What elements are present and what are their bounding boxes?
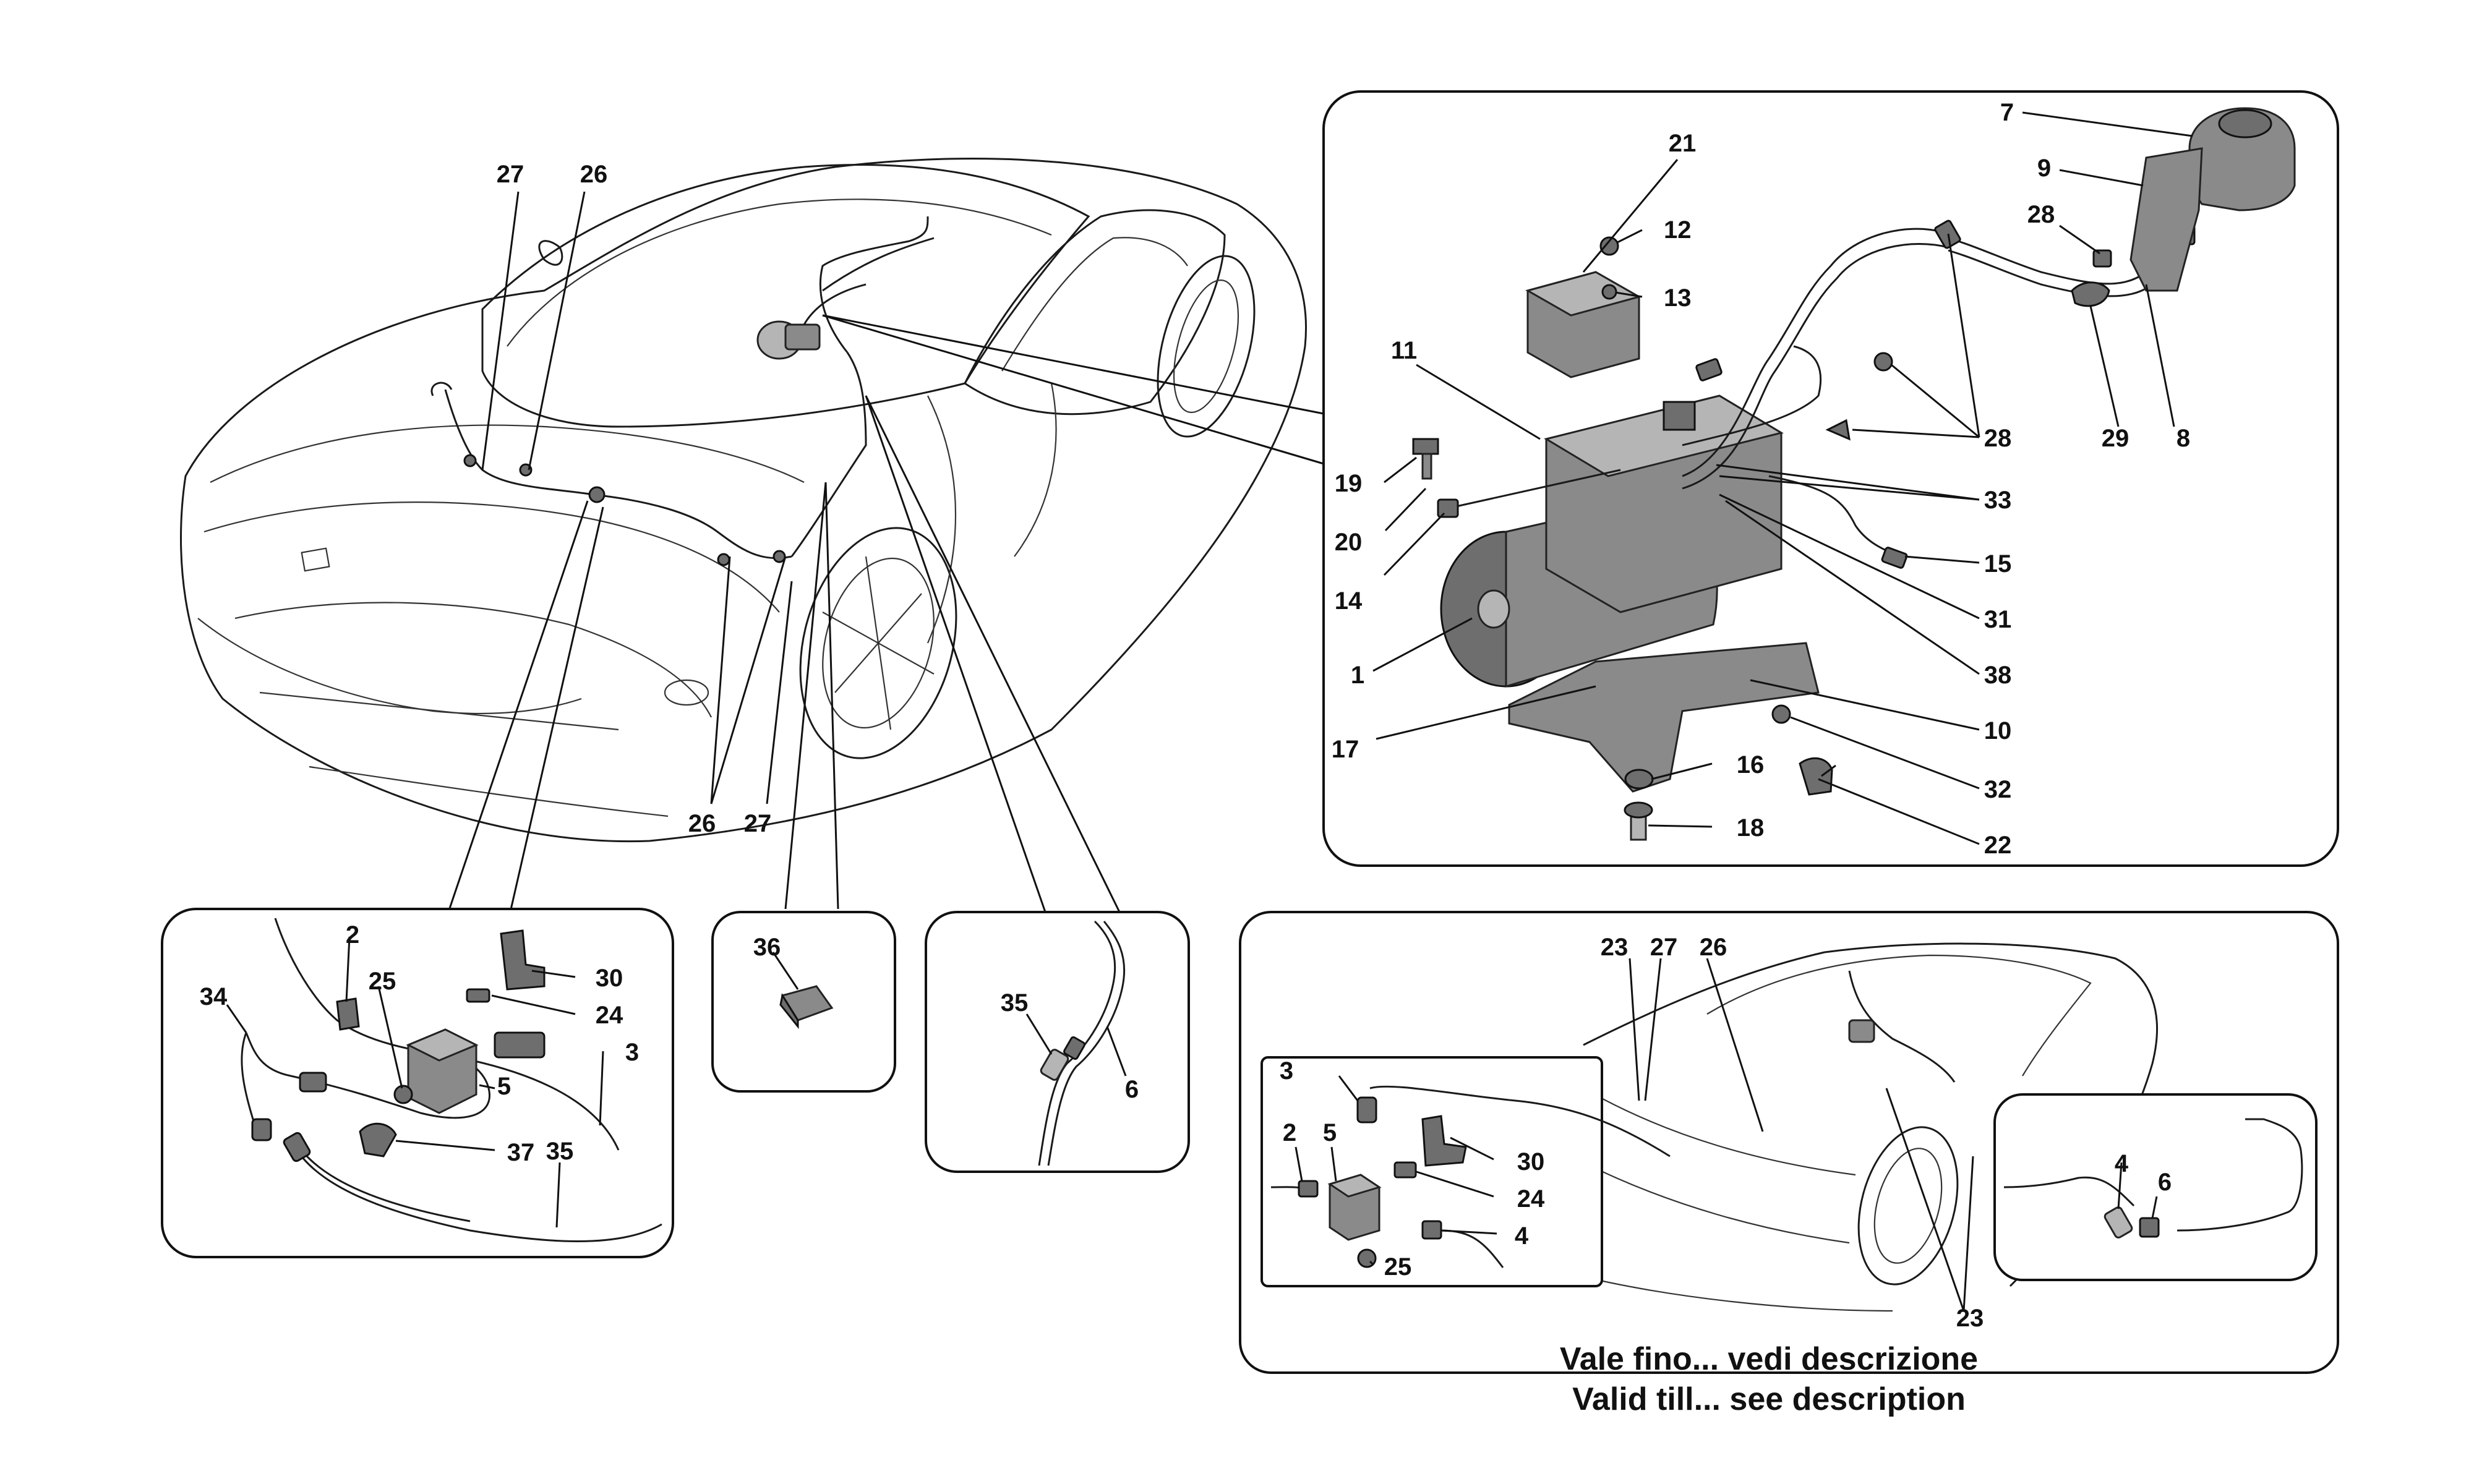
callout-16: 16 <box>1737 751 1765 778</box>
callout-23: 23 <box>1601 934 1629 961</box>
callout-37: 37 <box>507 1139 535 1166</box>
validity-note-en: Valid till... see description <box>1572 1381 1966 1417</box>
callout-19: 19 <box>1335 470 1363 497</box>
callout-7: 7 <box>2000 99 2014 126</box>
car-illustration <box>180 158 1307 843</box>
callout-38: 38 <box>1984 662 2012 689</box>
callout-28: 28 <box>2027 201 2055 228</box>
sensor-detail-panel <box>161 908 674 1258</box>
callout-24: 24 <box>1517 1185 1545 1213</box>
callout-27: 27 <box>1650 934 1678 961</box>
callout-9: 9 <box>2037 155 2051 182</box>
callout-31: 31 <box>1984 606 2012 633</box>
callout-27: 27 <box>744 810 772 837</box>
callout-20: 20 <box>1335 529 1363 556</box>
callout-4: 4 <box>1515 1222 1529 1250</box>
callout-17: 17 <box>1332 736 1359 763</box>
car-leaders <box>447 191 1327 913</box>
callout-2: 2 <box>1283 1119 1296 1146</box>
callout-6: 6 <box>2158 1169 2172 1196</box>
callout-3: 3 <box>1280 1057 1293 1085</box>
callout-35: 35 <box>1001 989 1029 1017</box>
callout-12: 12 <box>1664 216 1692 244</box>
callout-18: 18 <box>1737 814 1765 842</box>
callout-34: 34 <box>200 983 228 1010</box>
callout-labels: 27 26 26 27 21 12 13 11 19 20 14 1 17 16… <box>200 99 2190 1417</box>
callout-24: 24 <box>596 1002 623 1029</box>
callout-5: 5 <box>1323 1119 1337 1146</box>
callout-5: 5 <box>497 1073 511 1100</box>
valid-till-panel <box>1239 911 2339 1374</box>
callout-11: 11 <box>1391 337 1417 364</box>
callout-29: 29 <box>2102 425 2129 452</box>
callout-30: 30 <box>1517 1148 1545 1175</box>
callout-8: 8 <box>2177 425 2190 452</box>
callout-3: 3 <box>625 1039 639 1066</box>
callout-1: 1 <box>1351 662 1364 689</box>
callout-26: 26 <box>580 161 608 188</box>
callout-14: 14 <box>1335 587 1363 615</box>
callout-26: 26 <box>688 810 716 837</box>
callout-26: 26 <box>1700 934 1727 961</box>
callout-36: 36 <box>753 934 781 961</box>
callout-21: 21 <box>1669 130 1697 157</box>
callout-33: 33 <box>1984 487 2012 514</box>
callout-25: 25 <box>369 968 396 995</box>
callout-6: 6 <box>1125 1076 1139 1103</box>
callout-10: 10 <box>1984 717 2012 744</box>
pipe-detail-panel <box>925 911 1190 1173</box>
callout-15: 15 <box>1984 550 2012 578</box>
hydraulic-unit-panel <box>1322 90 2339 867</box>
callout-28: 28 <box>1984 425 2012 452</box>
callout-13: 13 <box>1664 284 1692 312</box>
validity-note-it: Vale fino... vedi descrizione <box>1560 1341 1978 1377</box>
part-36-panel <box>711 911 896 1093</box>
callout-35: 35 <box>546 1138 574 1165</box>
callout-27: 27 <box>497 161 524 188</box>
callout-22: 22 <box>1984 832 2012 859</box>
callout-32: 32 <box>1984 776 2012 803</box>
callout-30: 30 <box>596 965 623 992</box>
callout-25: 25 <box>1384 1253 1412 1281</box>
callout-4: 4 <box>2115 1150 2129 1177</box>
callout-2: 2 <box>346 921 359 949</box>
callout-23: 23 <box>1956 1305 1984 1332</box>
